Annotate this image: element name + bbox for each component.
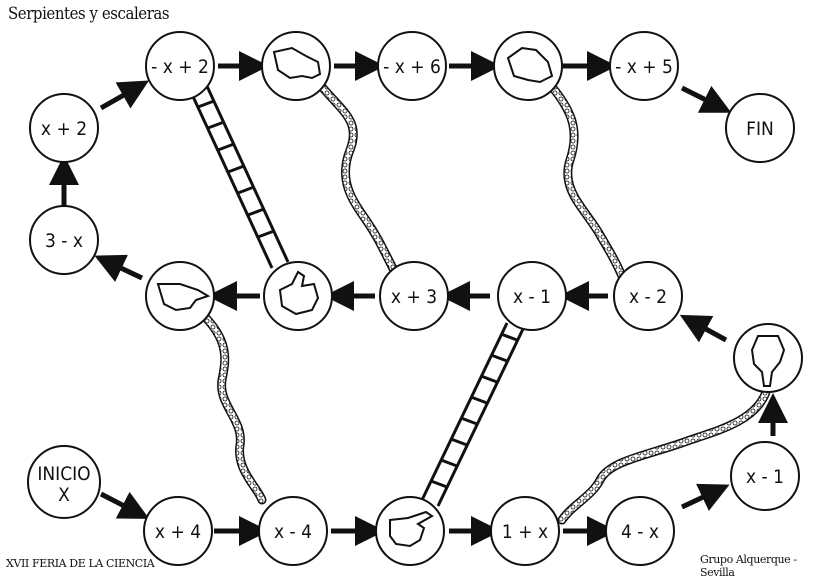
svg-text:x - 1: x - 1 (513, 286, 551, 308)
hand-point-right-icon (156, 283, 211, 312)
node-neg-x-plus-6[interactable]: - x + 6 (377, 31, 447, 101)
svg-text:X: X (58, 484, 70, 506)
svg-text:1 + x: 1 + x (502, 521, 548, 543)
svg-text:x + 4: x + 4 (155, 521, 201, 543)
node-hand-top-2[interactable] (493, 31, 563, 101)
node-x-minus-2[interactable]: x - 2 (613, 261, 683, 331)
snake-top-middle (313, 77, 401, 279)
node-1-plus-x[interactable]: 1 + x (490, 496, 560, 566)
node-x-plus-3[interactable]: x + 3 (379, 261, 449, 331)
hand-point-down-icon (750, 335, 786, 387)
node-x-minus-1-mid[interactable]: x - 1 (497, 261, 567, 331)
path-arrows (49, 51, 788, 546)
snake-lower-right (557, 387, 771, 525)
svg-text:x + 3: x + 3 (391, 286, 437, 308)
svg-text:x - 1: x - 1 (746, 466, 784, 488)
svg-text:x + 2: x + 2 (41, 118, 87, 140)
node-hand-bottom[interactable] (375, 496, 445, 566)
node-hand-top-1[interactable] (261, 31, 331, 101)
node-neg-x-plus-5[interactable]: - x + 5 (609, 31, 679, 101)
footer-group-name: Grupo Alquerque - Sevilla (700, 553, 797, 579)
node-inicio[interactable]: INICIO X (27, 445, 101, 519)
svg-text:3 - x: 3 - x (45, 230, 83, 252)
node-x-minus-4[interactable]: x - 4 (258, 496, 328, 566)
node-fin[interactable]: FIN (725, 93, 795, 163)
hand-point-down-icon (272, 46, 322, 80)
node-x-plus-4[interactable]: x + 4 (143, 496, 213, 566)
svg-text:- x + 2: - x + 2 (151, 56, 209, 78)
hand-point-left-icon (506, 46, 554, 84)
board-title: Serpientes y escaleras (8, 4, 170, 24)
node-hand-mid-2[interactable] (145, 261, 215, 331)
hand-point-right-icon (389, 510, 434, 548)
footer-event-name: XVII FERIA DE LA CIENCIA (6, 557, 155, 570)
svg-text:- x + 6: - x + 6 (383, 56, 441, 78)
node-3-minus-x[interactable]: 3 - x (29, 205, 99, 275)
svg-text:INICIO: INICIO (37, 463, 90, 485)
svg-text:- x + 5: - x + 5 (615, 56, 673, 78)
svg-text:4 - x: 4 - x (621, 521, 659, 543)
svg-text:FIN: FIN (746, 118, 774, 140)
node-hand-right[interactable] (733, 323, 803, 393)
snake-middle-left (195, 307, 267, 505)
hand-point-up-icon (278, 270, 320, 316)
node-4-minus-x[interactable]: 4 - x (605, 496, 675, 566)
ladder-lower-middle (420, 322, 525, 507)
node-hand-mid-1[interactable] (263, 261, 333, 331)
ladder-upper-left (188, 83, 290, 269)
node-x-plus-2[interactable]: x + 2 (29, 93, 99, 163)
node-x-minus-1-right[interactable]: x - 1 (730, 441, 800, 511)
svg-text:x - 2: x - 2 (629, 286, 667, 308)
node-neg-x-plus-2[interactable]: - x + 2 (145, 31, 215, 101)
svg-text:x - 4: x - 4 (274, 521, 312, 543)
snake-top-right (543, 77, 627, 281)
